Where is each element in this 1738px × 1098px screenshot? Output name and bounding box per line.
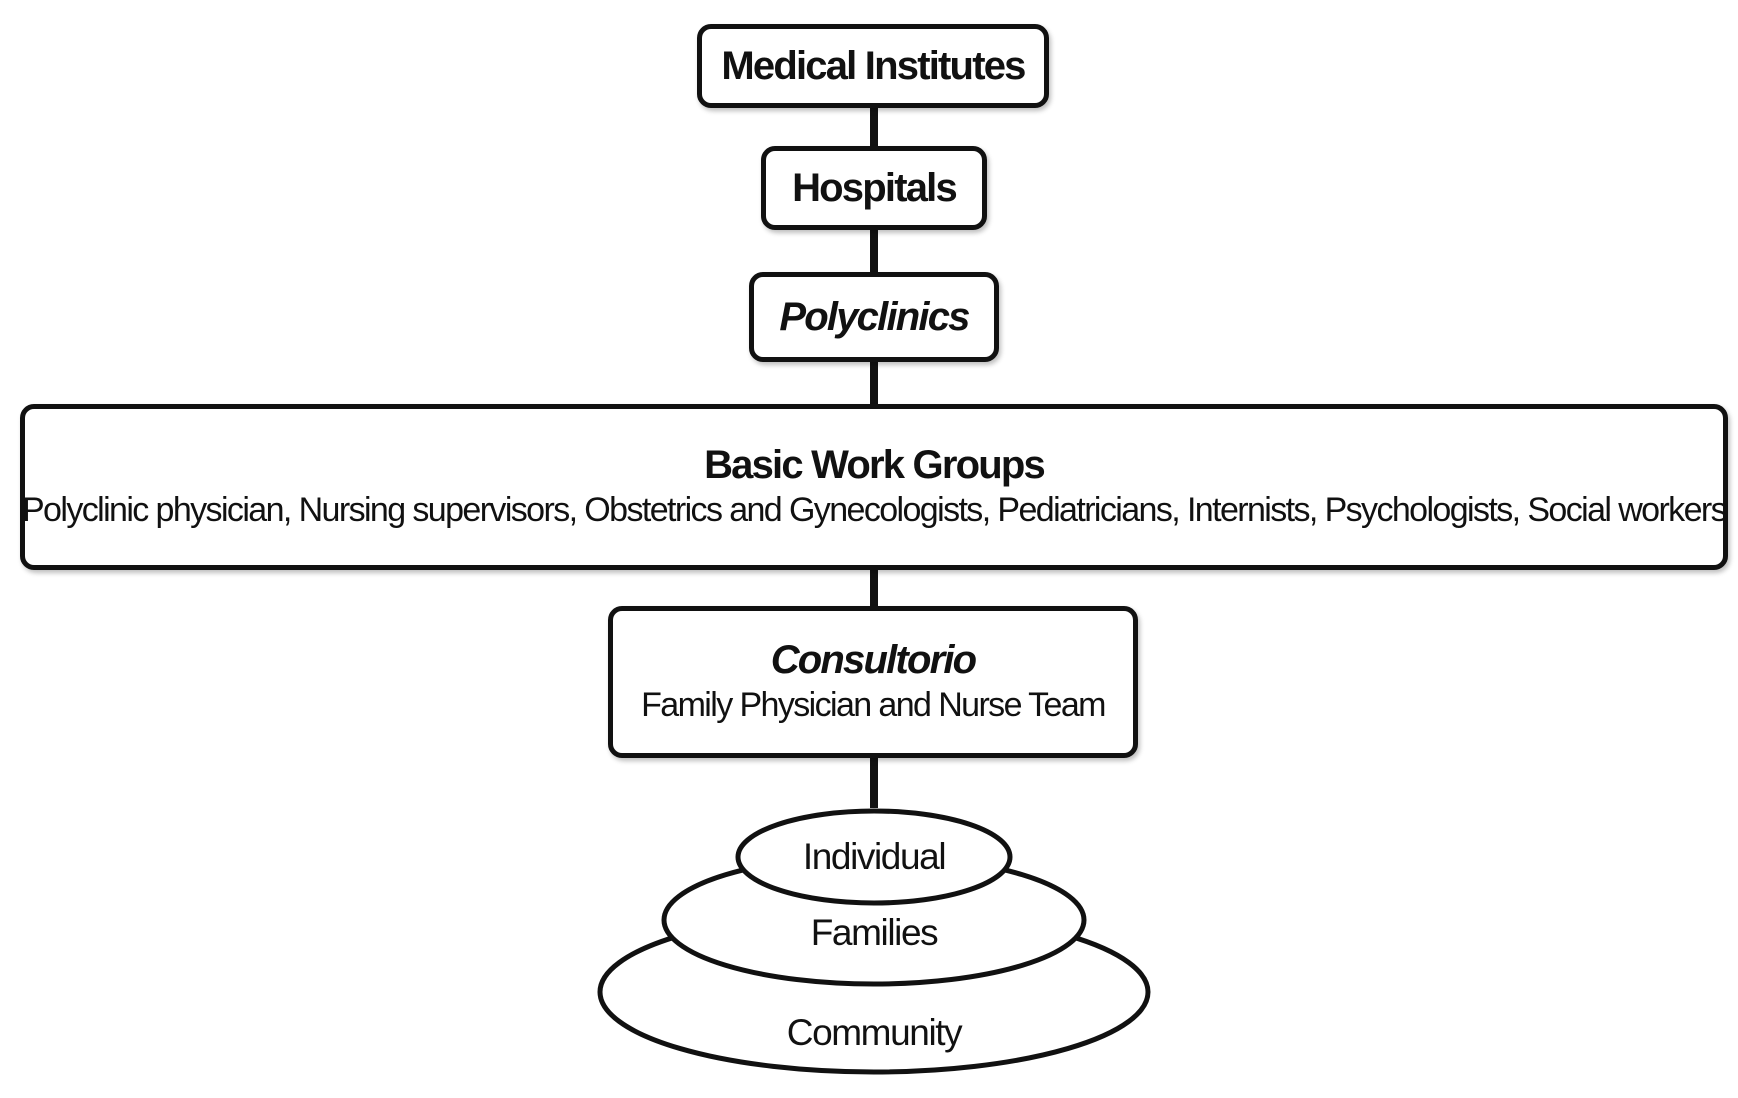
hospitals-box: Hospitals — [761, 146, 987, 230]
basic-work-groups-title: Basic Work Groups — [704, 442, 1046, 487]
basic-work-groups-box: Basic Work Groups Polyclinic physician, … — [20, 404, 1728, 570]
consultorio-box: Consultorio Family Physician and Nurse T… — [608, 606, 1138, 758]
hospitals-label: Hospitals — [792, 166, 958, 210]
polyclinics-label: Polyclinics — [779, 295, 970, 339]
consultorio-members: Family Physician and Nurse Team — [641, 685, 1106, 724]
medical-institutes-label: Medical Institutes — [721, 44, 1026, 88]
families-label: Families — [810, 912, 939, 953]
basic-work-groups-members: Polyclinic physician, Nursing supervisor… — [21, 490, 1728, 529]
consultorio-title: Consultorio — [770, 637, 977, 682]
individual-label: Individual — [802, 836, 947, 877]
community-label: Community — [786, 1012, 963, 1053]
medical-institutes-box: Medical Institutes — [697, 24, 1049, 108]
individual-ellipse — [735, 808, 1013, 906]
polyclinics-box: Polyclinics — [749, 272, 999, 362]
